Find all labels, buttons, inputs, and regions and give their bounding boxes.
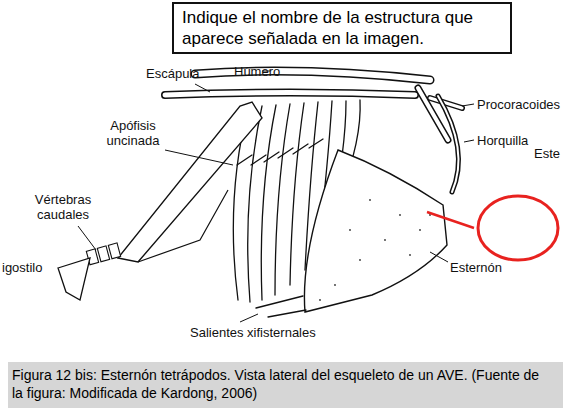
uncinate-process bbox=[251, 155, 266, 165]
dot bbox=[369, 199, 371, 201]
uncinate-process bbox=[237, 155, 252, 165]
question-text: Indique el nombre de la estructura que a… bbox=[182, 7, 502, 49]
pointer-line bbox=[427, 212, 474, 228]
humerus bbox=[195, 71, 430, 80]
vertebra bbox=[108, 243, 120, 259]
leader-line bbox=[240, 314, 258, 322]
rib bbox=[290, 103, 304, 285]
leader-line bbox=[462, 104, 474, 106]
sternum bbox=[304, 150, 447, 312]
humerus-outline bbox=[195, 71, 430, 80]
xiphisternal-process bbox=[268, 310, 306, 317]
scapula bbox=[165, 93, 415, 96]
sternum-stipple bbox=[319, 199, 431, 301]
part-label: Apófisis uncinada bbox=[96, 118, 170, 148]
part-label: Horquilla bbox=[477, 133, 528, 148]
dot bbox=[409, 254, 411, 256]
part-label: Este bbox=[534, 146, 560, 161]
leader-line bbox=[464, 140, 474, 142]
leader-line bbox=[165, 150, 233, 165]
rib bbox=[275, 104, 290, 295]
part-label: Procoracoides bbox=[477, 97, 560, 112]
part-label: igostilo bbox=[2, 260, 42, 275]
ischium bbox=[138, 190, 228, 262]
dot bbox=[334, 284, 336, 286]
uncinate-process bbox=[309, 139, 323, 148]
leader-line bbox=[78, 226, 96, 250]
dot bbox=[399, 214, 401, 216]
dot bbox=[419, 229, 421, 231]
uncinate-process bbox=[293, 144, 308, 154]
leader-line bbox=[430, 252, 448, 262]
leader-line bbox=[195, 84, 210, 92]
furcula-outline bbox=[438, 96, 458, 192]
part-label: Escápula bbox=[146, 66, 199, 81]
uncinate-process bbox=[264, 152, 279, 162]
uncinate-process bbox=[278, 148, 293, 158]
dot bbox=[384, 239, 386, 241]
part-label: Esternón bbox=[450, 260, 502, 275]
caudal-vertebrae bbox=[86, 243, 120, 265]
part-label: Vértebras caudales bbox=[24, 192, 102, 222]
vertebra bbox=[97, 246, 109, 262]
dot bbox=[359, 259, 361, 261]
dot bbox=[349, 229, 351, 231]
highlight-circle bbox=[478, 196, 558, 260]
rib bbox=[248, 106, 262, 302]
rib bbox=[261, 105, 276, 300]
xiphisternal-process bbox=[256, 296, 303, 308]
part-label: Salientes xifisternales bbox=[190, 325, 316, 340]
pygostyle bbox=[58, 258, 90, 300]
dot bbox=[319, 299, 321, 301]
question-box: Indique el nombre de la estructura que a… bbox=[172, 2, 512, 54]
part-label: Húmero bbox=[234, 64, 280, 79]
furcula bbox=[438, 96, 458, 192]
caption-band bbox=[8, 362, 563, 408]
scapula-outline bbox=[165, 93, 415, 96]
leader-lines bbox=[78, 71, 474, 322]
figure-caption: Figura 12 bis: Esternón tetrápodos. Vist… bbox=[12, 366, 542, 402]
xiphisternal-processes bbox=[256, 296, 306, 317]
